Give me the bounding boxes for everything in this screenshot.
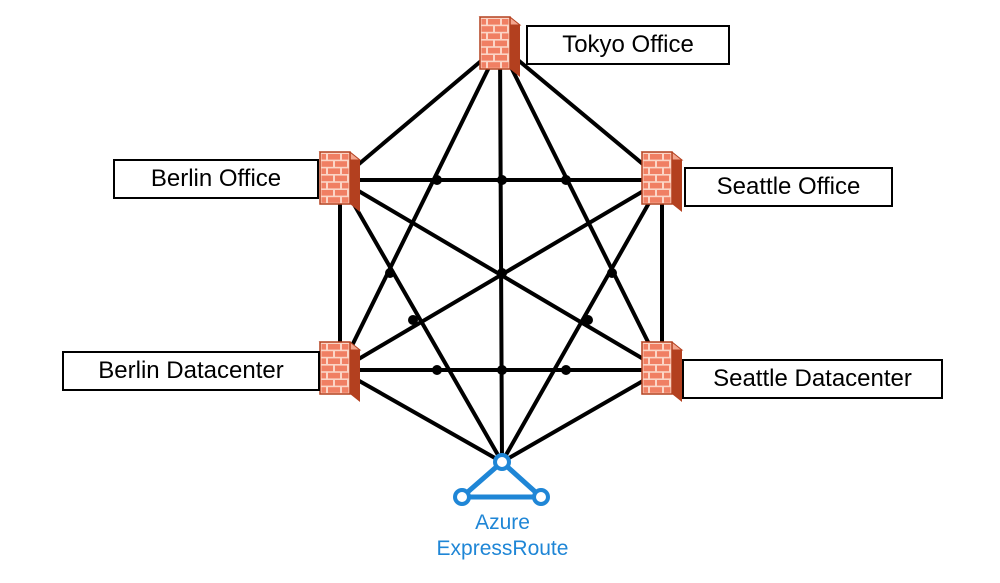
junction-dot [583,315,593,325]
berlin-datacenter-label: Berlin Datacenter [62,351,320,391]
expressroute-triangle [459,459,544,500]
link-junctions [385,175,617,375]
expressroute-label: Azure ExpressRoute [420,510,585,562]
link-tokyo-bOff [338,43,502,182]
link-sDc-azure [500,368,664,464]
junction-dot [497,365,507,375]
link-bDc-azure [338,368,504,464]
link-sOff-azure [500,178,664,464]
berlin-office-text: Berlin Office [150,165,282,192]
junction-dot [408,315,418,325]
junction-dot [561,365,571,375]
link-tokyo-azure [498,43,504,464]
seattle-office-firewall-icon [640,151,684,212]
firewall-nodes [318,16,684,402]
link-tokyo-sOff [498,43,664,182]
seattle-datacenter-firewall-icon [640,341,684,402]
seattle-office-text: Seattle Office [716,173,861,200]
tokyo-office-firewall-icon [478,16,522,77]
junction-dot [497,175,507,185]
expressroute-node [453,488,471,506]
berlin-office-label: Berlin Office [113,159,319,199]
tokyo-office-label: Tokyo Office [526,25,730,65]
berlin-datacenter-firewall-icon [318,341,362,402]
berlin-office-firewall-icon [318,151,362,212]
expressroute-node [532,488,550,506]
junction-dot [497,268,507,278]
expressroute-icon [453,453,550,506]
junction-dot [607,268,617,278]
junction-dot [432,175,442,185]
seattle-datacenter-label: Seattle Datacenter [682,359,943,399]
berlin-datacenter-text: Berlin Datacenter [98,357,284,384]
junction-dot [561,175,571,185]
expressroute-node [493,453,511,471]
expressroute-label-line1: Azure [475,511,530,534]
seattle-datacenter-text: Seattle Datacenter [713,365,912,392]
tokyo-office-text: Tokyo Office [562,31,694,58]
junction-dot [432,365,442,375]
junction-dot [385,268,395,278]
link-tokyo-sDc [498,43,664,372]
expressroute-label-line2: ExpressRoute [436,537,569,560]
seattle-office-label: Seattle Office [684,167,893,207]
mesh-links [338,43,664,464]
link-tokyo-bDc [338,43,502,372]
